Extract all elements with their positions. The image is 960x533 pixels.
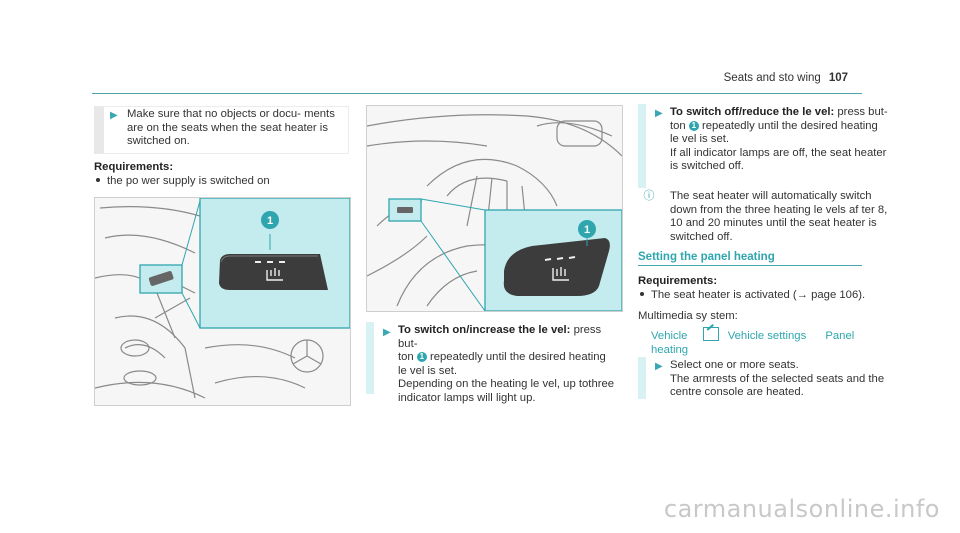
bullet-icon xyxy=(96,178,100,182)
step-select-seats: Select one or more seats. The armrests o… xyxy=(670,359,885,399)
svg-text:1: 1 xyxy=(267,215,273,227)
requirements-item: the po wer supply is switched on xyxy=(94,175,270,189)
bullet-icon xyxy=(640,292,644,296)
page-number: 107 xyxy=(828,72,848,84)
step-arrow-icon: ▶ xyxy=(655,108,663,119)
step-bar xyxy=(638,104,646,188)
step-arrow-icon: ▶ xyxy=(110,110,118,121)
section-title: Setting the panel heating xyxy=(638,251,775,263)
watermark: carmanualsonline.info xyxy=(663,495,940,523)
header-rule xyxy=(92,93,862,94)
vehicle-settings-icon xyxy=(702,324,719,341)
info-icon: ⓘ xyxy=(643,190,655,202)
svg-text:1: 1 xyxy=(584,224,590,236)
info-note: The seat heater will automatically switc… xyxy=(670,190,888,243)
path-vehicle-settings[interactable]: Vehicle settings xyxy=(727,330,807,342)
step-arrow-icon: ▶ xyxy=(383,327,391,338)
step-switch-on: To switch on/increase the le vel: press … xyxy=(398,324,615,404)
button-1-badge: 1 xyxy=(688,120,699,131)
multimedia-label: Multimedia sy stem: xyxy=(638,310,738,322)
requirements-title: Requirements: xyxy=(638,275,718,287)
step-switch-off: To switch off/reduce the le vel: press b… xyxy=(670,106,888,173)
requirements-title: Requirements: xyxy=(94,161,174,173)
step-arrow-icon: ▶ xyxy=(655,361,663,372)
button-1-badge: 1 xyxy=(416,352,427,363)
note-text: Make sure that no objects or docu- ments… xyxy=(127,108,335,148)
figure-rear-seats: 1 xyxy=(366,105,623,312)
path-panel[interactable]: Panel xyxy=(825,330,855,342)
figure-door-panel: 1 xyxy=(94,197,351,406)
section-name: Seats and sto wing xyxy=(723,72,821,84)
requirements-item: The seat heater is activated (→ page 106… xyxy=(638,289,865,303)
menu-path: Vehicle Vehicle settings Panel heating xyxy=(651,324,881,357)
rear-seats-illustration: 1 xyxy=(367,106,622,311)
note-box xyxy=(94,106,349,154)
door-panel-illustration: 1 xyxy=(95,198,350,405)
step-bar xyxy=(638,357,646,399)
figure-badge-left xyxy=(261,211,279,229)
path-heating[interactable]: heating xyxy=(651,343,689,356)
figure-badge-middle xyxy=(578,220,596,238)
running-header: Seats and sto wing 107 xyxy=(724,72,848,84)
step-bar xyxy=(366,322,374,394)
section-rule xyxy=(638,265,862,266)
path-vehicle[interactable]: Vehicle xyxy=(651,330,688,342)
